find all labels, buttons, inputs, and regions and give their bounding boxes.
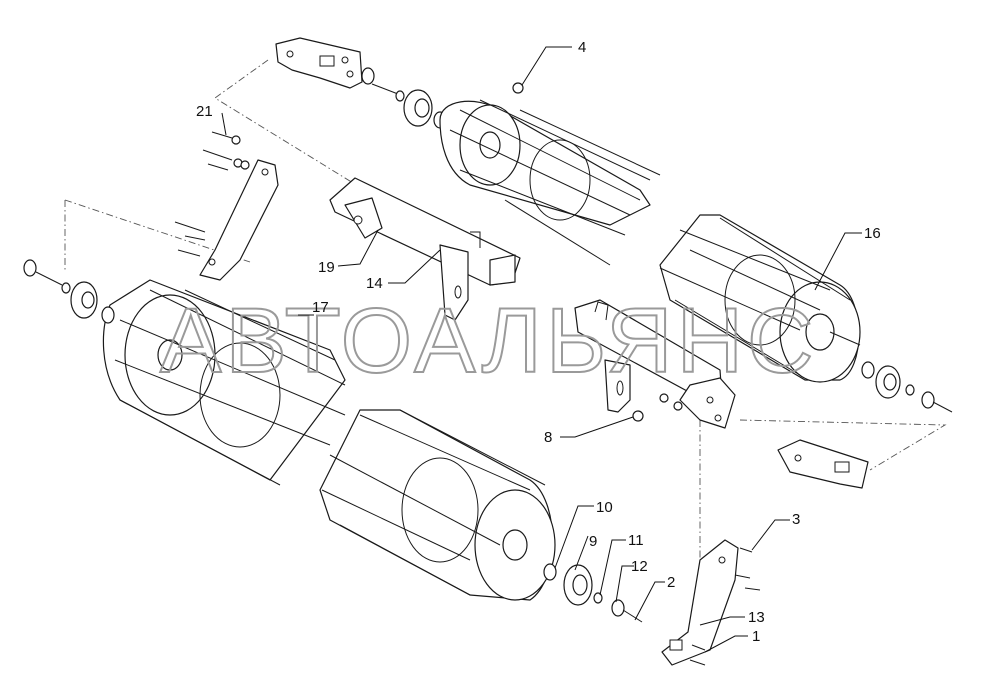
label-part-13: 13 (748, 609, 765, 626)
label-part-1: 1 (752, 628, 760, 645)
frame-beam (329, 177, 521, 321)
label-part-2: 2 (667, 574, 675, 591)
label-part-21: 21 (196, 103, 213, 120)
label-part-3: 3 (792, 511, 800, 528)
top-roller (439, 82, 661, 266)
bottom-roller (319, 409, 643, 623)
left-side-bracket (174, 159, 279, 281)
bottom-right-bracket (661, 539, 761, 666)
label-part-9: 9 (589, 533, 597, 550)
leader-lines (221, 46, 862, 653)
bolt-set-21 (202, 131, 250, 171)
left-roller (23, 259, 346, 486)
label-part-10: 10 (596, 499, 613, 516)
label-part-12: 12 (631, 558, 648, 575)
right-roller (659, 214, 953, 413)
label-part-19: 19 (318, 259, 335, 276)
right-mounting-plate (777, 439, 869, 489)
label-part-4: 4 (578, 39, 586, 56)
label-part-8: 8 (544, 429, 552, 446)
right-frame-beam (574, 299, 736, 429)
watermark-text: АВТОАЛЬЯНС (160, 290, 818, 392)
label-part-11: 11 (628, 532, 644, 549)
label-part-16: 16 (864, 225, 881, 242)
top-mounting-plate (275, 37, 405, 102)
label-part-17: 17 (312, 299, 329, 316)
part-number-labels: 4 21 19 14 17 16 8 10 9 11 12 2 3 13 1 (196, 39, 881, 645)
label-part-14: 14 (366, 275, 383, 292)
